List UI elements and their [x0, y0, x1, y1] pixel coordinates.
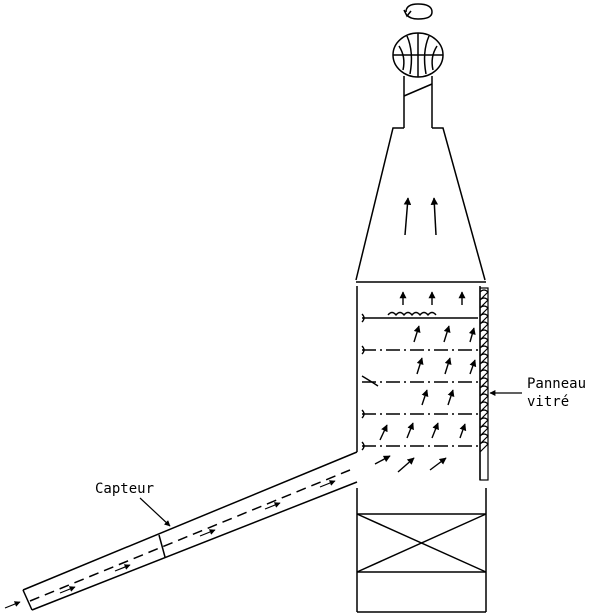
drying-chamber	[356, 286, 481, 480]
airflow-arrows-chamber	[374, 291, 477, 473]
drying-trays	[361, 311, 478, 451]
chimney-cone	[355, 127, 486, 283]
glazed-panel-label-line2: vitré	[527, 394, 570, 410]
glazed-panel	[479, 287, 489, 481]
collector-leader	[139, 497, 171, 527]
wind-turbine-ventilator-icon	[392, 32, 444, 78]
airflow-arrows-cone	[403, 197, 439, 236]
chimney-neck	[403, 76, 433, 128]
base-box	[356, 488, 487, 613]
collector-label: Capteur	[95, 481, 155, 497]
rotation-arrow-icon	[403, 3, 433, 20]
solar-collector	[22, 451, 358, 611]
glazed-panel-label-line1: Panneau	[527, 376, 587, 392]
glazed-panel-label: Panneau vitré	[527, 375, 586, 411]
airflow-arrows-collector	[4, 480, 336, 609]
